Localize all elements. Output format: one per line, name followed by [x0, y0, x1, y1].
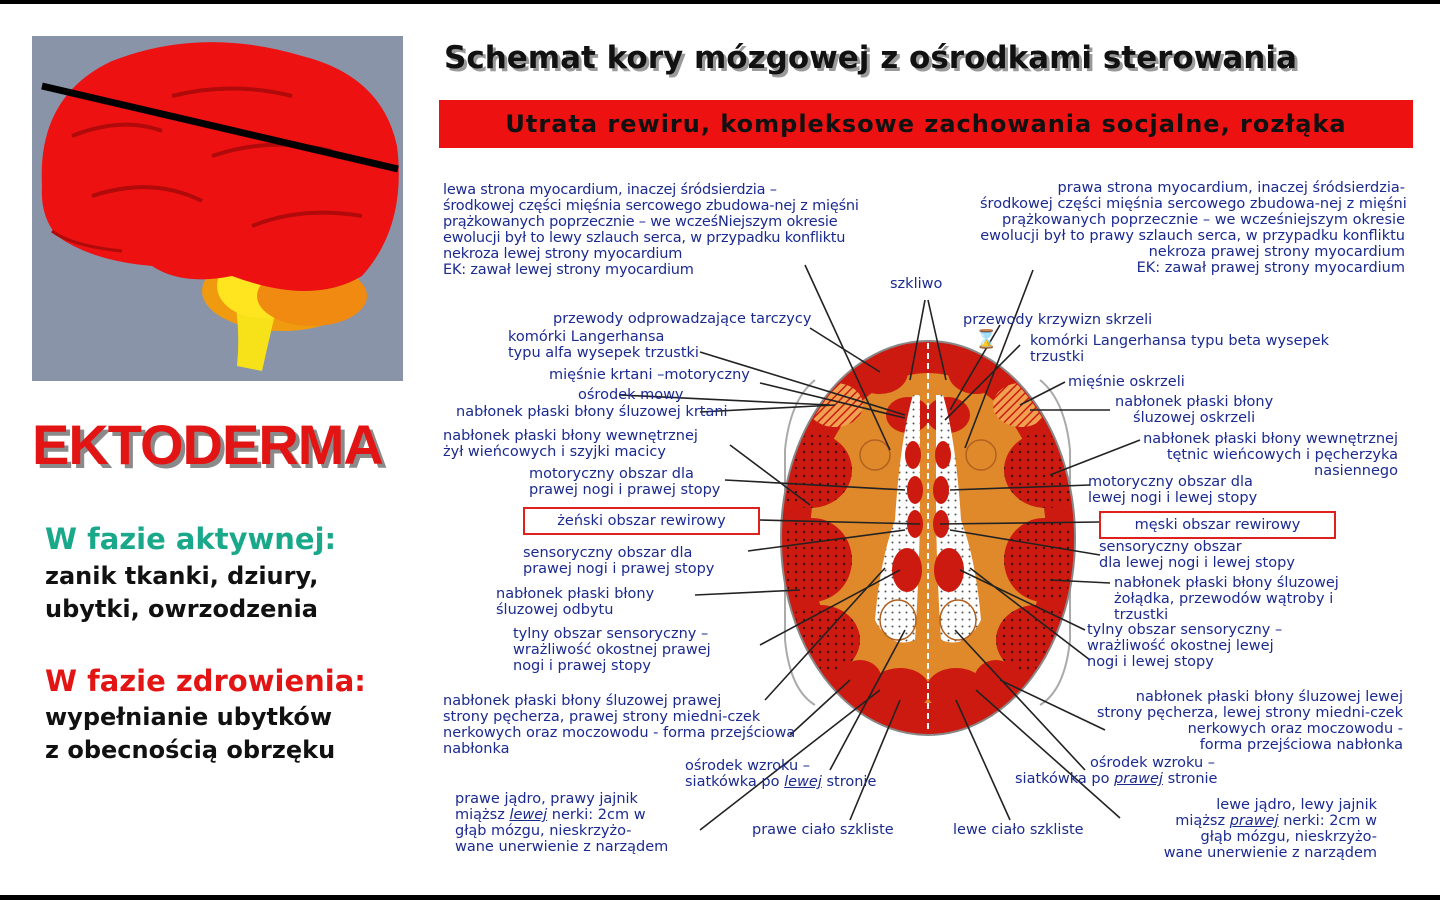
label-osrodek-mowy: ośrodek mowy [578, 387, 684, 403]
conflict-banner: Utrata rewiru, kompleksowe zachowania so… [439, 100, 1413, 148]
main-title: Schemat kory mózgowej z ośrodkami sterow… [444, 40, 1297, 76]
hourglass-icon: ⌛ [975, 328, 997, 350]
top-border [0, 0, 1440, 4]
label-miesnie-krtani: mięśnie krtani –motoryczny [549, 367, 750, 383]
label-nablonek-krtani: nabłonek płaski błony śluzowej krtani [456, 404, 728, 420]
label-lewe-cialo-szkliste: lewe ciało szkliste [953, 822, 1084, 838]
label-miesnie-oskrzeli: mięśnie oskrzeli [1068, 374, 1185, 390]
bottom-border [0, 895, 1440, 900]
active-phase-title: W fazie aktywnej: [45, 522, 337, 556]
label-prawe-jadro: prawe jądro, prawy jajnik miąższ lewej n… [455, 791, 669, 855]
healing-phase-text: wypełnianie ubytków z obecnością obrzęku [45, 703, 336, 764]
meski-rewir-box: męski obszar rewirowy [1099, 511, 1336, 539]
active-phase-text: zanik tkanki, dziury, ubytki, owrzodzeni… [45, 562, 319, 623]
banner-text: Utrata rewiru, kompleksowe zachowania so… [505, 110, 1347, 138]
label-szkliwo: szkliwo [890, 276, 943, 292]
leader-lines [619, 264, 1141, 831]
zenski-rewir-box: żeński obszar rewirowy [523, 507, 760, 535]
label-wzrok-lewej: ośrodek wzroku – siatkówka po lewej stro… [685, 758, 877, 790]
label-prawe-cialo-szkliste: prawe ciało szkliste [752, 822, 894, 838]
healing-phase-title: W fazie zdrowienia: [45, 664, 366, 698]
ektoderma-title: EKTODERMA [32, 413, 384, 476]
label-wzrok-prawej: ośrodek wzroku – siatkówka po prawej str… [1015, 755, 1218, 787]
label-tylny-lewej: tylny obszar sensoryczny –wrażliwość oko… [1087, 622, 1283, 670]
label-tylny-prawej: tylny obszar sensoryczny –wrażliwość oko… [513, 626, 711, 674]
label-przewody-skrzeli: przewody krzywizn skrzeli [963, 312, 1153, 328]
label-right-myocardium: prawa strona myocardium, inaczej śródsie… [980, 180, 1407, 276]
brain-illustration [32, 36, 403, 381]
label-left-myocardium: lewa strona myocardium, inaczej śródsier… [443, 182, 859, 278]
label-przewody-tarczycy: przewody odprowadzające tarczycy [553, 311, 812, 327]
label-lewe-jadro: lewe jądro, lewy jajnik miąższ prawej ne… [1163, 797, 1377, 861]
